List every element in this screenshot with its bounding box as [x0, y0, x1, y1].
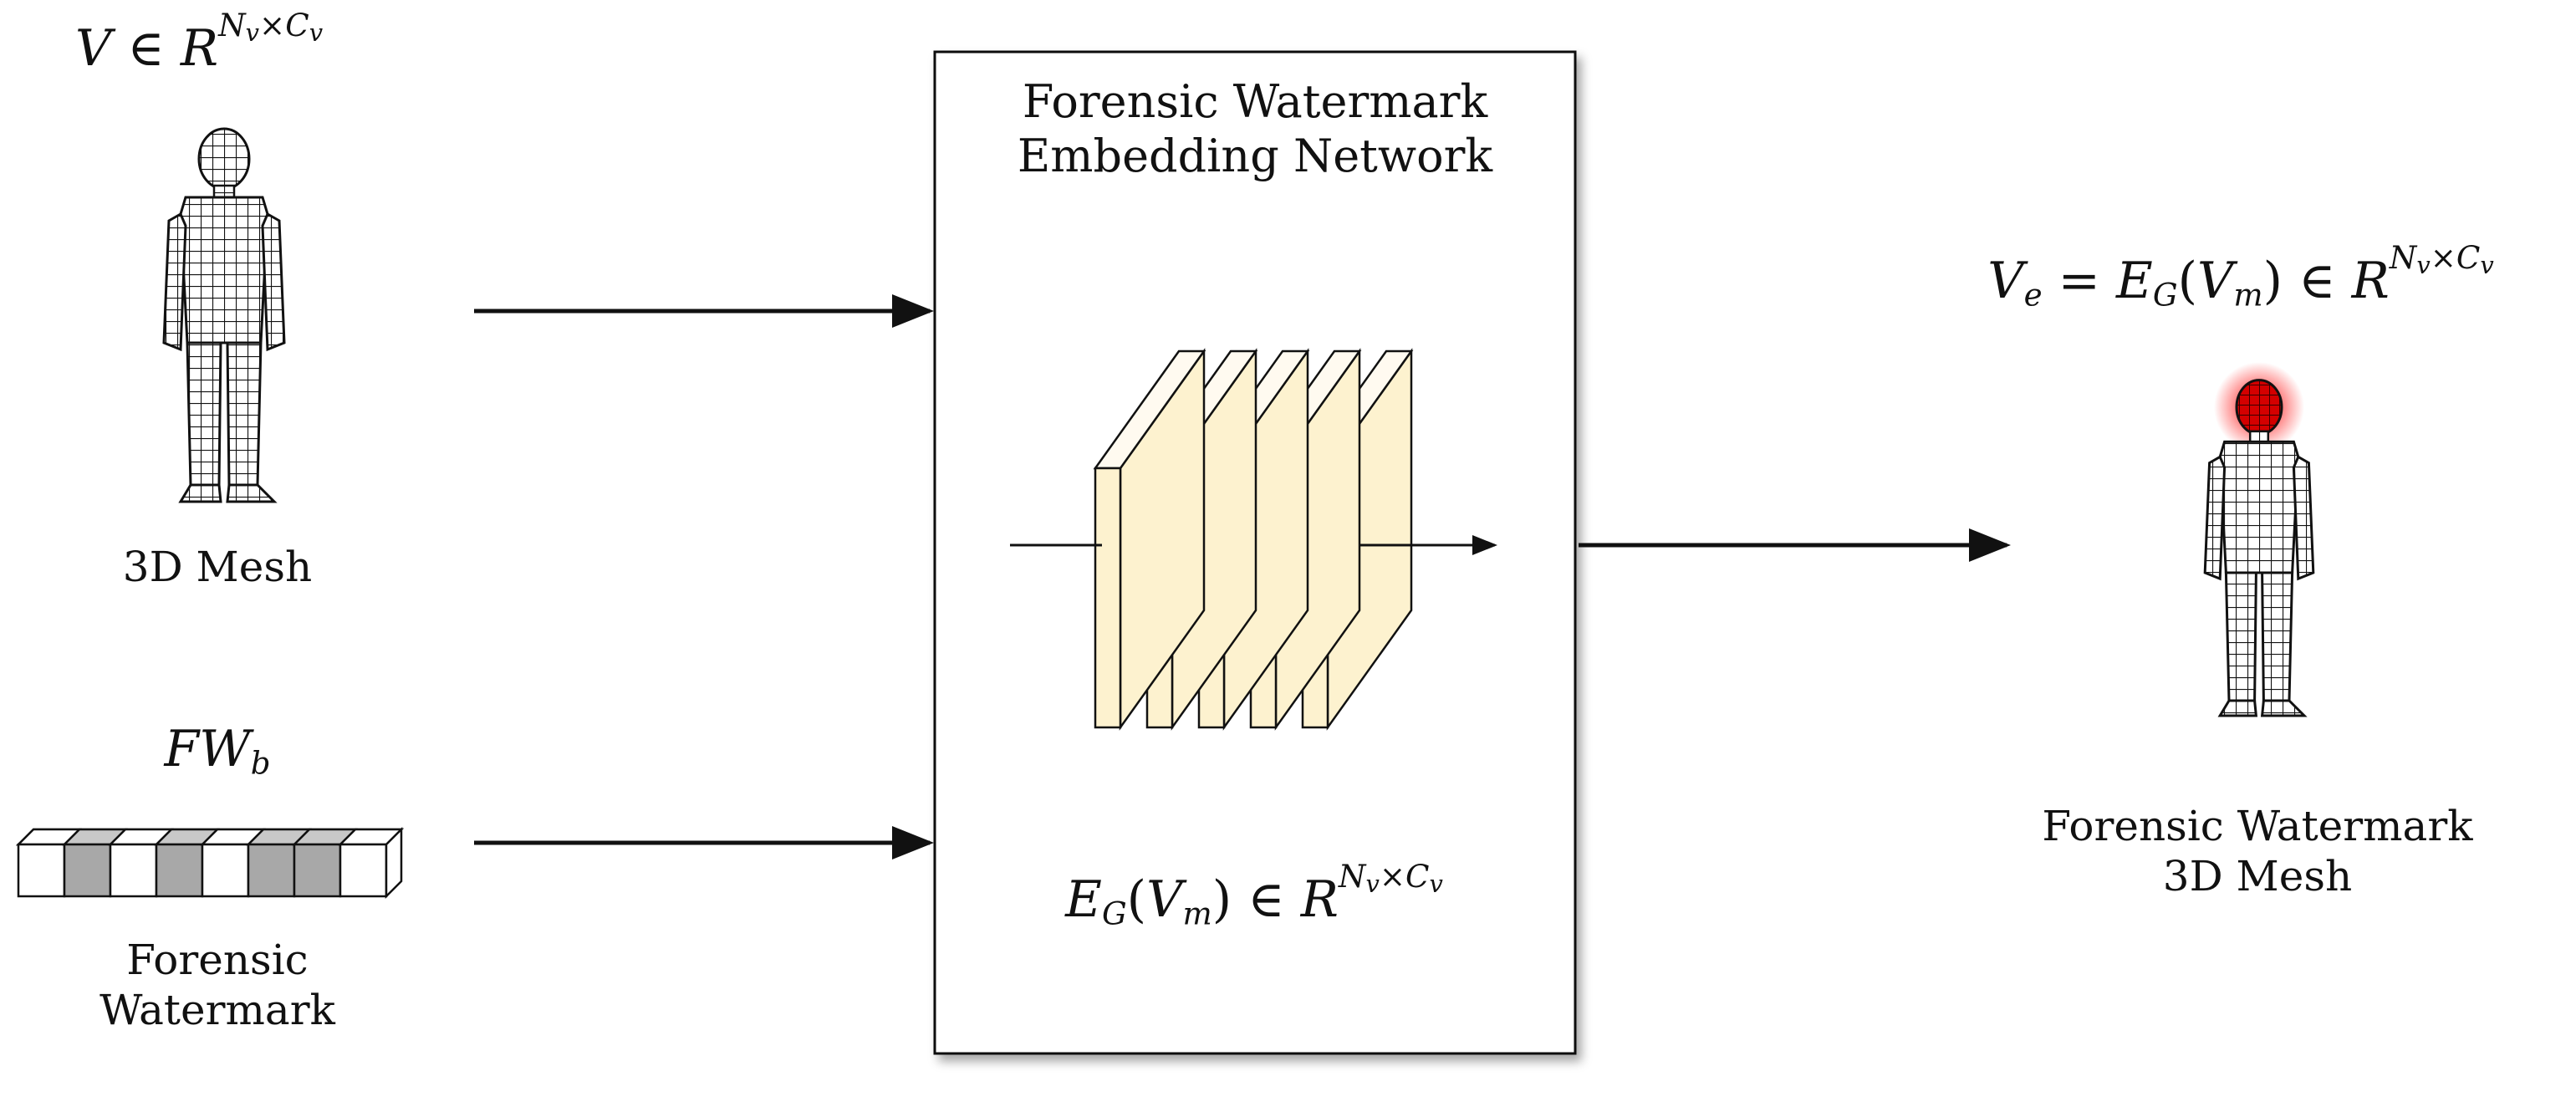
watermark-bit	[247, 843, 296, 898]
figure-torso	[2218, 440, 2300, 574]
network-layers	[1093, 348, 1414, 731]
network-formula: EG(Vm) ∈ RNv×Cv	[1065, 857, 1443, 932]
figure-head	[197, 127, 251, 191]
watermark-bit	[201, 843, 250, 898]
watermark-bit	[63, 843, 112, 898]
watermark-bit	[293, 843, 342, 898]
input-mesh-caption: 3D Mesh	[122, 543, 313, 591]
watermark-formula: FWb	[164, 720, 271, 782]
figure-head	[2235, 379, 2283, 436]
output-mesh-caption: Forensic Watermark 3D Mesh	[2042, 802, 2473, 900]
watermark-bit	[109, 843, 158, 898]
input-mesh-formula: V ∈ RNv×Cv	[75, 6, 324, 78]
watermark-bit	[17, 843, 66, 898]
network-title: Forensic Watermark Embedding Network	[1017, 75, 1493, 182]
output-mesh-figure	[2203, 362, 2315, 717]
figure-torso	[179, 196, 269, 344]
watermark-bit	[339, 843, 388, 898]
input-mesh-figure	[162, 127, 286, 503]
watermark-bit-strip	[15, 826, 405, 900]
network-layer	[1093, 348, 1206, 731]
watermark-caption: Forensic Watermark	[99, 936, 335, 1034]
watermark-bit	[155, 843, 204, 898]
output-formula: Ve = EG(Vm) ∈ RNv×Cv	[1987, 238, 2494, 314]
